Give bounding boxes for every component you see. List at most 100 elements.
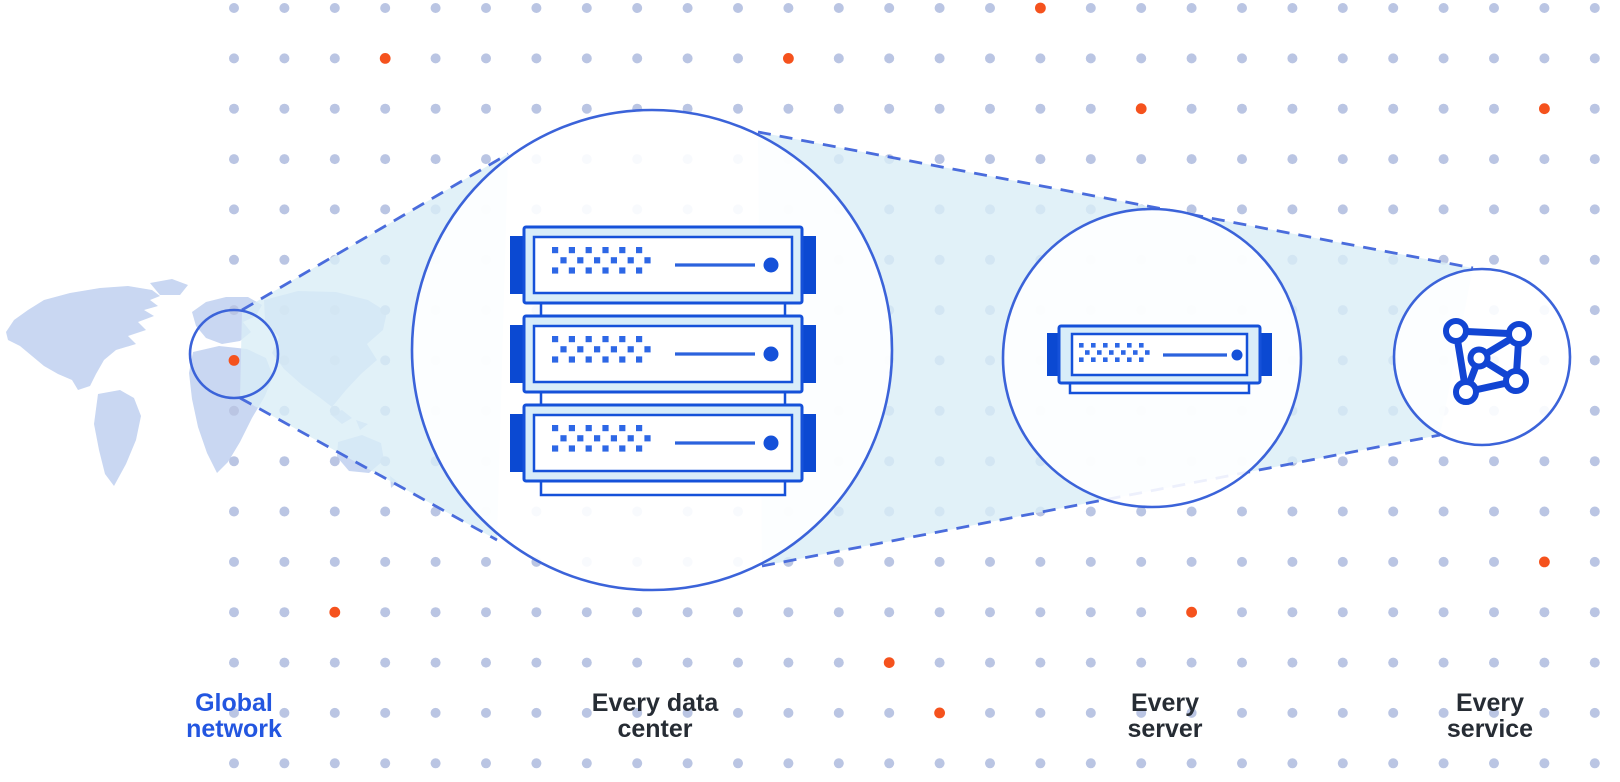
grid-dot (279, 103, 290, 114)
grid-dot (1287, 707, 1298, 718)
grid-dot (1186, 506, 1197, 517)
grid-dot (229, 254, 239, 265)
grid-dot (329, 657, 340, 668)
grid-dot (279, 607, 290, 618)
grid-dot (1388, 204, 1399, 215)
grid-dot (833, 607, 844, 618)
vent-dot (627, 346, 634, 353)
grid-dot (329, 556, 340, 567)
vent-dot (619, 425, 626, 432)
grid-dot (1589, 355, 1600, 366)
grid-dot (632, 758, 643, 769)
grid-dot (581, 657, 592, 668)
grid-dot (1489, 204, 1499, 215)
grid-dot (1589, 758, 1600, 769)
grid-dot (1085, 657, 1096, 668)
vent-dot (585, 267, 592, 274)
grid-dot (884, 556, 895, 567)
grid-dot (1438, 556, 1449, 567)
grid-dot (783, 607, 794, 618)
mesh-node (1467, 346, 1491, 370)
grid-dot (833, 707, 844, 718)
grid-dot (1035, 657, 1046, 668)
vent-dot (636, 445, 643, 452)
grid-dot (1085, 3, 1096, 13)
grid-dot (1237, 506, 1247, 517)
grid-dot (1035, 154, 1046, 165)
grid-dot (1589, 556, 1600, 567)
grid-dot (1237, 53, 1247, 64)
grid-dot (1489, 607, 1499, 618)
grid-dot (884, 707, 895, 718)
grid-dot (531, 657, 542, 668)
grid-dot (733, 103, 743, 114)
guide-line-top-right (757, 130, 1474, 270)
vent-dot (602, 445, 609, 452)
grid-dot (531, 607, 542, 618)
grid-dot (229, 3, 239, 13)
grid-dot (380, 707, 391, 718)
network-mesh-icon (1443, 318, 1532, 405)
grid-dot (229, 556, 239, 567)
grid-dot (279, 456, 290, 467)
grid-dot (985, 707, 995, 718)
grid-dot (430, 707, 441, 718)
vent-dot (552, 356, 559, 363)
vent-dot (594, 346, 601, 353)
grid-dot (1337, 53, 1348, 64)
grid-dot (1489, 53, 1499, 64)
grid-dot (1589, 3, 1600, 13)
grid-dot (1085, 103, 1096, 114)
vent-dot (602, 247, 609, 254)
grid-dot (1136, 707, 1147, 718)
grid-dot (833, 758, 844, 769)
grid-dot (1186, 204, 1197, 215)
grid-dot (985, 3, 995, 13)
vent-dot (636, 247, 643, 254)
grid-dot (1589, 607, 1600, 618)
grid-dot (783, 758, 794, 769)
grid-dot (985, 607, 995, 618)
grid-dot (1035, 607, 1046, 618)
grid-dot (1438, 53, 1449, 64)
vent-dot (560, 257, 567, 264)
grid-dot (1489, 556, 1499, 567)
grid-dot (1438, 103, 1449, 114)
grid-dot (632, 657, 643, 668)
server-front-panel (532, 324, 794, 384)
grid-dot (329, 204, 340, 215)
grid-dot (682, 758, 693, 769)
grid-dot (1388, 53, 1399, 64)
vent-dot (644, 346, 651, 353)
grid-dot (1539, 254, 1550, 265)
grid-dot (1489, 3, 1499, 13)
vent-dot (1103, 343, 1108, 348)
grid-dot (934, 154, 945, 165)
grid-dot (1136, 506, 1147, 517)
grid-dot (1589, 405, 1600, 416)
mesh-node (1503, 368, 1529, 394)
grid-dot (1186, 154, 1197, 165)
mesh-node (1443, 318, 1469, 344)
grid-dot (833, 53, 844, 64)
grid-dot (1287, 3, 1298, 13)
grid-dot (481, 154, 491, 165)
grid-dot (1589, 305, 1600, 316)
mesh-node (1506, 321, 1532, 347)
grid-dot (682, 657, 693, 668)
grid-dot (329, 154, 340, 165)
vent-dot (602, 425, 609, 432)
orange-dot (1539, 556, 1550, 568)
grid-dot (1136, 607, 1147, 618)
grid-dot (1337, 607, 1348, 618)
orange-dot (1135, 103, 1147, 115)
grid-dot (430, 556, 441, 567)
vent-dot (552, 247, 559, 254)
grid-dot (1085, 506, 1096, 517)
grid-dot (632, 53, 643, 64)
grid-dot (1589, 53, 1600, 64)
grid-dot (682, 3, 693, 13)
grid-dot (229, 657, 239, 668)
grid-dot (833, 657, 844, 668)
grid-dot (733, 758, 743, 769)
